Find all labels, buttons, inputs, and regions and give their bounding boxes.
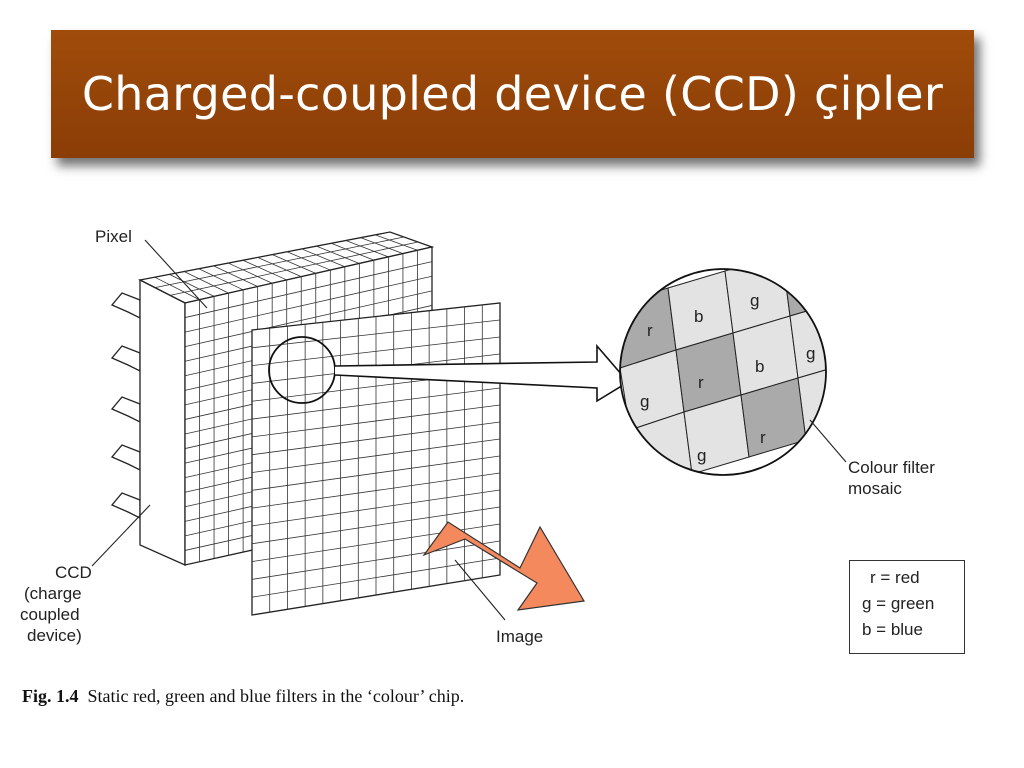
filter-letter: r — [698, 373, 704, 392]
mosaic-label-line: mosaic — [848, 479, 902, 498]
image-label: Image — [496, 627, 544, 646]
ccd-label-line: coupled — [20, 605, 80, 624]
figure-caption: Fig. 1.4 Static red, green and blue filt… — [22, 686, 464, 707]
legend-box: r = red g = green b = blue — [849, 560, 965, 654]
filter-letter: r — [760, 428, 766, 447]
grid-line — [184, 290, 433, 348]
grid-line — [251, 336, 501, 367]
mosaic-label-line: Colour filter — [848, 458, 935, 477]
grid-line — [213, 265, 258, 287]
grid-line — [251, 506, 501, 545]
filter-letter: b — [755, 357, 764, 376]
grid-line — [242, 259, 287, 281]
image-arrow — [422, 521, 585, 611]
filter-letter: g — [697, 446, 706, 465]
grid-line — [301, 248, 345, 268]
pixel-label: Pixel — [95, 227, 132, 246]
filter-letter: r — [647, 321, 653, 340]
grid-line — [251, 421, 501, 456]
chip-pin — [110, 444, 141, 472]
grid-line — [154, 276, 200, 301]
pixel-leader — [144, 239, 208, 309]
grid-line — [360, 237, 404, 254]
ccd-side-face — [139, 278, 186, 567]
chip-pins — [110, 292, 141, 520]
grid-line — [257, 257, 302, 278]
grid-line — [198, 268, 244, 291]
filter-letter: g — [806, 344, 815, 363]
caption-text: Static red, green and blue filters in th… — [87, 686, 465, 706]
legend-red: r = red — [870, 568, 920, 587]
grid-line — [331, 242, 375, 261]
grid-line — [251, 438, 501, 473]
grid-line — [251, 319, 501, 349]
grid-line — [316, 245, 360, 264]
grid-line — [251, 387, 501, 420]
grid-line — [345, 240, 389, 258]
legend-blue: b = blue — [862, 620, 923, 639]
grid-line — [183, 271, 229, 294]
ccd-label-line: CCD — [55, 563, 92, 582]
image-leader — [454, 559, 506, 621]
ccd-label-line: (charge — [24, 584, 82, 603]
filter-letter: g — [750, 291, 759, 310]
ccd-top-grid — [154, 234, 419, 301]
ccd-label-line: device) — [27, 626, 82, 645]
chip-pin — [110, 345, 141, 373]
grid-line — [272, 254, 316, 274]
slide-title: Charged-coupled device (CCD) çipler — [81, 67, 944, 121]
filter-cell-dark — [781, 269, 826, 317]
ccd-leader — [91, 504, 151, 567]
grid-line — [251, 540, 501, 580]
filter-letter: g — [640, 392, 649, 411]
grid-line — [286, 251, 331, 271]
grid-line — [184, 275, 433, 333]
chip-pin — [110, 492, 141, 520]
grid-line — [169, 273, 215, 297]
grid-line — [251, 455, 501, 491]
grid-line — [251, 472, 501, 509]
legend-green: g = green — [862, 594, 935, 613]
grid-line — [184, 261, 433, 318]
grid-line — [169, 241, 419, 296]
chip-pin — [110, 396, 141, 424]
leader-lines — [91, 239, 847, 621]
mosaic-outline — [619, 268, 827, 476]
grid-line — [251, 404, 501, 438]
filter-letter: b — [694, 307, 703, 326]
grid-line — [375, 234, 418, 251]
mosaic-leader — [809, 419, 847, 463]
title-bar: Charged-coupled device (CCD) çipler — [51, 30, 974, 158]
chip-pin — [110, 292, 141, 320]
caption-number: Fig. 1.4 — [22, 686, 79, 706]
grid-line — [154, 236, 405, 289]
grid-line — [228, 262, 273, 284]
grid-line — [251, 489, 501, 527]
